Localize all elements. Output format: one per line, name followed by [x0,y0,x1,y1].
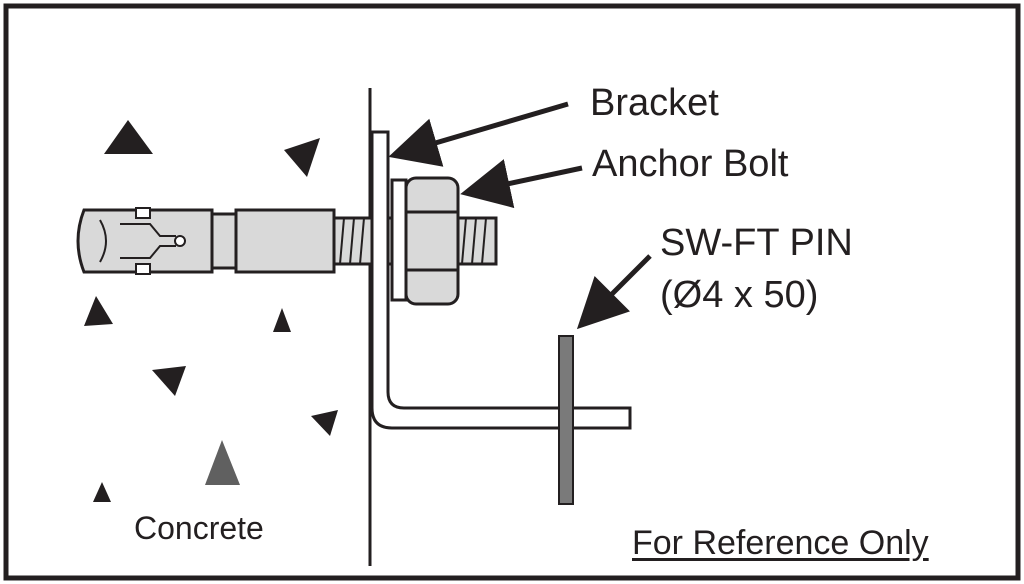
pin-leader-arrow [576,254,652,330]
aggregate-triangle [311,410,338,436]
sleeve-slot [120,223,176,237]
anchor-expansion-sleeve [76,208,214,274]
hex-nut [404,176,460,306]
l-bracket [370,130,632,430]
aggregate-triangle [152,366,186,396]
sleeve-hole [174,235,186,247]
anchor-bolt-leader-arrow [460,159,583,209]
reference-note: For Reference Only [632,524,929,562]
sleeve-tab [135,207,151,219]
aggregate-triangle [104,120,153,154]
concrete-label: Concrete [134,510,264,546]
washer [390,178,408,302]
aggregate-triangle [284,138,320,177]
sw-ft-pin [558,335,574,505]
sleeve-tab [135,263,151,275]
aggregate-triangle [273,308,291,332]
bracket-label: Bracket [590,82,719,124]
anchor-collar [210,212,238,270]
pin-name-label: SW-FT PIN [660,222,853,264]
sleeve-slot [120,245,176,259]
anchor-body [234,208,336,274]
anchor-bolt-label: Anchor Bolt [592,143,789,185]
concrete-aggregate [84,120,338,502]
pin-size-label: (Ø4 x 50) [660,274,819,316]
aggregate-triangle [84,296,113,326]
figure-border [3,3,1021,581]
sleeve-slot [99,219,107,263]
aggregate-triangle [205,440,240,485]
bracket-leader-arrow [388,101,569,167]
aggregate-triangle [93,482,111,502]
